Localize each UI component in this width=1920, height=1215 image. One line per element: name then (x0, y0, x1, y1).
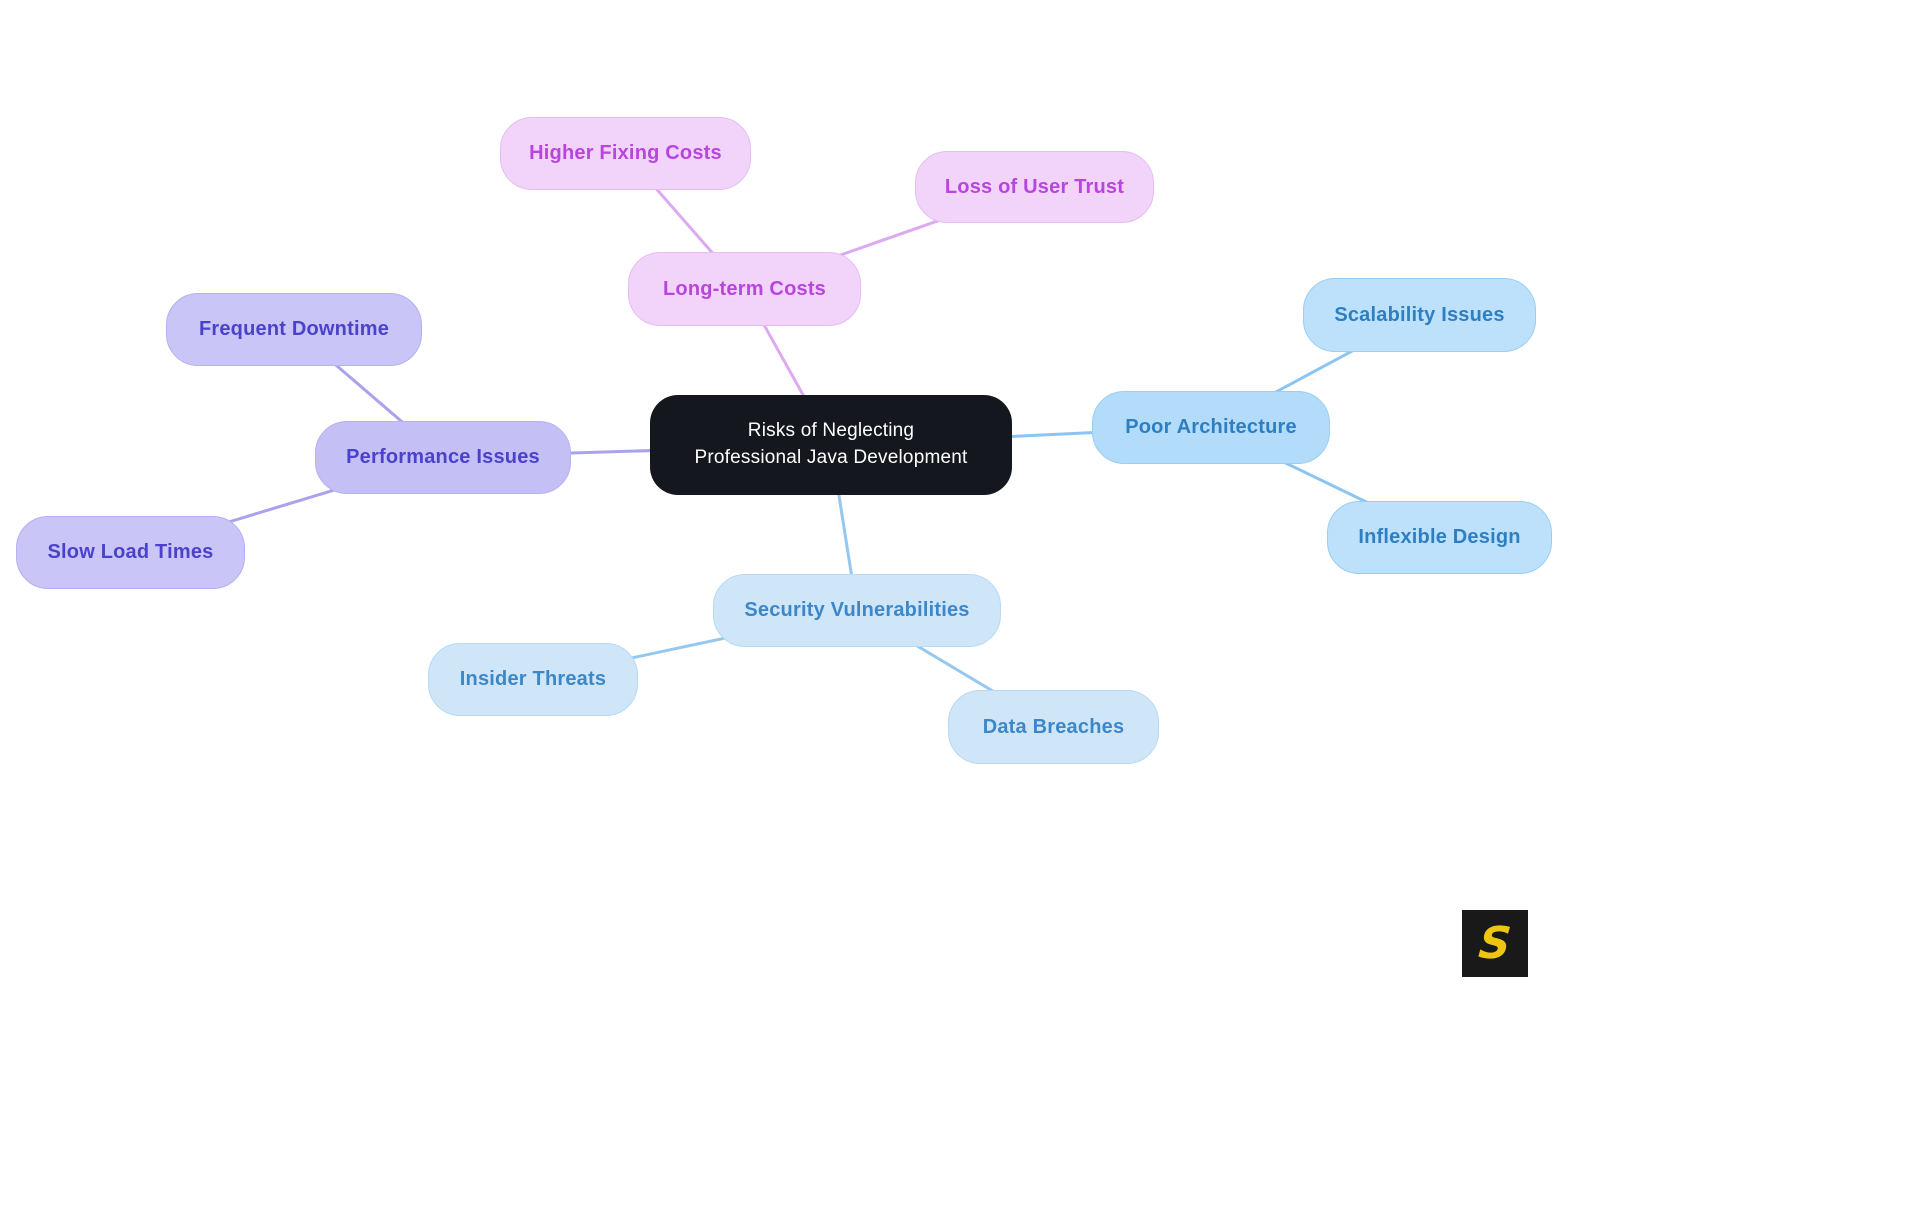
central-label-line1: Risks of Neglecting (747, 420, 915, 442)
node-central: Risks of Neglecting Professional Java De… (650, 395, 1012, 495)
brand-logo-letter: S (1476, 917, 1514, 969)
node-label: Data Breaches (982, 715, 1125, 738)
node-insider-threats: Insider Threats (428, 643, 638, 716)
node-slow-load-times: Slow Load Times (16, 516, 245, 589)
node-label: Higher Fixing Costs (529, 142, 722, 164)
node-performance-issues: Performance Issues (315, 421, 571, 494)
node-label: Slow Load Times (47, 541, 214, 563)
central-label: Risks of Neglecting Professional Java De… (695, 418, 968, 471)
node-label: Inflexible Design (1358, 526, 1521, 548)
node-label: Loss of User Trust (944, 175, 1125, 198)
node-frequent-downtime: Frequent Downtime (166, 293, 422, 366)
central-label-line2: Professional Java Development (694, 447, 968, 468)
node-label: Scalability Issues (1334, 303, 1505, 326)
node-loss-of-user-trust: Loss of User Trust (915, 151, 1154, 223)
node-label: Long-term Costs (663, 277, 826, 300)
node-higher-fixing-costs: Higher Fixing Costs (500, 117, 751, 190)
node-label: Security Vulnerabilities (744, 599, 970, 621)
node-scalability-issues: Scalability Issues (1303, 278, 1536, 352)
node-data-breaches: Data Breaches (948, 690, 1159, 764)
node-long-term-costs: Long-term Costs (628, 252, 861, 326)
node-poor-architecture: Poor Architecture (1092, 391, 1330, 464)
brand-logo: S (1462, 910, 1528, 977)
node-inflexible-design: Inflexible Design (1327, 501, 1552, 574)
node-label: Performance Issues (346, 446, 540, 468)
node-label: Frequent Downtime (198, 318, 390, 340)
node-label: Poor Architecture (1125, 416, 1297, 438)
node-label: Insider Threats (459, 668, 607, 690)
node-security-vulnerabilities: Security Vulnerabilities (713, 574, 1001, 647)
